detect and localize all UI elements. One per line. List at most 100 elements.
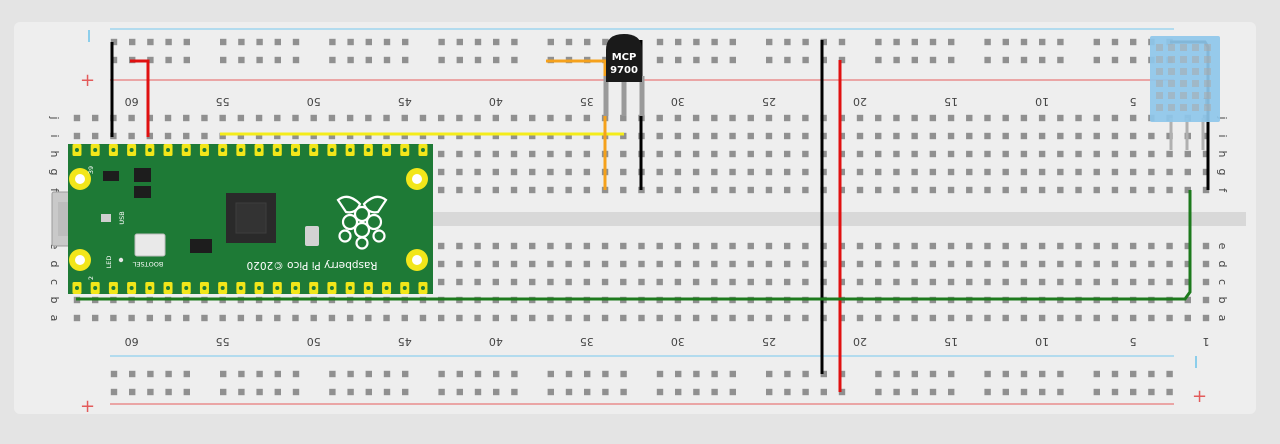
breadboard-hole[interactable]: [747, 114, 754, 122]
rail-hole[interactable]: [693, 388, 700, 396]
breadboard-hole[interactable]: [747, 168, 754, 176]
rail-hole[interactable]: [1039, 56, 1046, 64]
rail-hole[interactable]: [438, 38, 445, 46]
breadboard-hole[interactable]: [729, 242, 736, 250]
rail-hole[interactable]: [929, 56, 937, 64]
rail-hole[interactable]: [784, 56, 791, 64]
rail-hole[interactable]: [948, 388, 955, 396]
rail-hole[interactable]: [1002, 38, 1009, 46]
rail-hole[interactable]: [493, 370, 500, 378]
rail-hole[interactable]: [220, 388, 227, 396]
breadboard-hole[interactable]: [820, 278, 827, 286]
rail-hole[interactable]: [875, 388, 882, 396]
breadboard-hole[interactable]: [1038, 260, 1046, 268]
breadboard-hole[interactable]: [893, 242, 900, 250]
breadboard-hole[interactable]: [601, 242, 609, 250]
breadboard-hole[interactable]: [1129, 114, 1137, 122]
breadboard-hole[interactable]: [966, 150, 973, 158]
breadboard-hole[interactable]: [510, 186, 518, 194]
breadboard-hole[interactable]: [984, 168, 991, 176]
rail-hole[interactable]: [110, 370, 118, 378]
breadboard-hole[interactable]: [346, 132, 354, 140]
rail-hole[interactable]: [565, 38, 573, 46]
breadboard-hole[interactable]: [1038, 186, 1046, 194]
breadboard-hole[interactable]: [529, 260, 536, 268]
breadboard-hole[interactable]: [510, 242, 518, 250]
rail-hole[interactable]: [565, 370, 573, 378]
breadboard-hole[interactable]: [164, 132, 172, 140]
breadboard-hole[interactable]: [674, 186, 682, 194]
breadboard-hole[interactable]: [620, 278, 627, 286]
breadboard-hole[interactable]: [1111, 186, 1119, 194]
rail-hole[interactable]: [875, 38, 882, 46]
breadboard-hole[interactable]: [1184, 296, 1191, 304]
breadboard-hole[interactable]: [1002, 150, 1009, 158]
mcp9700-sensor[interactable]: MCP 9700: [603, 34, 645, 116]
rail-hole[interactable]: [620, 370, 627, 378]
rail-hole[interactable]: [220, 56, 227, 64]
breadboard-hole[interactable]: [966, 186, 973, 194]
breadboard-hole[interactable]: [565, 150, 572, 158]
breadboard-hole[interactable]: [1202, 168, 1210, 176]
breadboard-hole[interactable]: [310, 132, 317, 140]
rail-hole[interactable]: [838, 56, 846, 64]
breadboard-hole[interactable]: [1184, 278, 1191, 286]
rail-hole[interactable]: [766, 370, 773, 378]
breadboard-hole[interactable]: [765, 260, 773, 268]
rail-hole[interactable]: [329, 388, 336, 396]
rail-hole[interactable]: [693, 56, 700, 64]
breadboard-hole[interactable]: [638, 260, 645, 268]
breadboard-hole[interactable]: [128, 114, 135, 122]
breadboard-hole[interactable]: [474, 242, 481, 250]
rail-hole[interactable]: [1111, 370, 1119, 378]
breadboard-hole[interactable]: [474, 314, 481, 322]
breadboard-hole[interactable]: [911, 150, 918, 158]
rail-hole[interactable]: [984, 38, 991, 46]
breadboard-hole[interactable]: [1057, 132, 1064, 140]
rail-hole[interactable]: [784, 38, 791, 46]
breadboard-hole[interactable]: [1075, 114, 1082, 122]
rail-hole[interactable]: [329, 370, 336, 378]
breadboard-hole[interactable]: [274, 114, 281, 122]
breadboard-hole[interactable]: [1148, 242, 1155, 250]
rail-hole[interactable]: [383, 38, 391, 46]
breadboard-hole[interactable]: [1166, 168, 1173, 176]
rail-hole[interactable]: [675, 388, 682, 396]
breadboard-hole[interactable]: [310, 314, 317, 322]
rail-hole[interactable]: [1111, 56, 1119, 64]
breadboard-hole[interactable]: [620, 186, 627, 194]
breadboard-hole[interactable]: [1020, 168, 1028, 176]
rail-hole[interactable]: [729, 56, 736, 64]
breadboard-hole[interactable]: [893, 114, 900, 122]
breadboard-hole[interactable]: [711, 278, 718, 286]
breadboard-hole[interactable]: [747, 278, 754, 286]
breadboard-hole[interactable]: [1057, 314, 1064, 322]
breadboard-hole[interactable]: [1111, 242, 1119, 250]
rail-hole[interactable]: [838, 388, 846, 396]
breadboard-hole[interactable]: [783, 314, 791, 322]
breadboard-hole[interactable]: [1166, 186, 1173, 194]
breadboard-hole[interactable]: [1038, 150, 1046, 158]
breadboard-hole[interactable]: [966, 260, 973, 268]
breadboard-hole[interactable]: [984, 314, 991, 322]
breadboard-hole[interactable]: [692, 314, 700, 322]
rail-hole[interactable]: [802, 370, 809, 378]
breadboard-hole[interactable]: [747, 132, 754, 140]
breadboard-hole[interactable]: [638, 242, 645, 250]
rail-hole[interactable]: [365, 388, 372, 396]
rail-hole[interactable]: [165, 370, 172, 378]
rail-hole[interactable]: [274, 38, 281, 46]
breadboard-hole[interactable]: [674, 242, 682, 250]
dht-sensor[interactable]: [1150, 36, 1220, 150]
breadboard-hole[interactable]: [620, 314, 627, 322]
breadboard-hole[interactable]: [401, 314, 408, 322]
rail-hole[interactable]: [256, 38, 263, 46]
breadboard-hole[interactable]: [711, 314, 718, 322]
breadboard-hole[interactable]: [91, 132, 99, 140]
breadboard-hole[interactable]: [346, 314, 354, 322]
breadboard-hole[interactable]: [656, 260, 663, 268]
breadboard-hole[interactable]: [565, 186, 572, 194]
rail-hole[interactable]: [565, 388, 573, 396]
breadboard-hole[interactable]: [456, 114, 463, 122]
wire-red-left-vcc[interactable]: [130, 59, 150, 137]
